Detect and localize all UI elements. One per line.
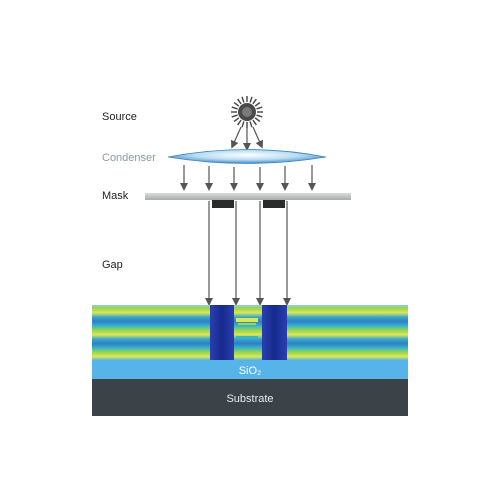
sun-ray <box>254 117 261 122</box>
mask-plate <box>145 193 351 200</box>
exposed-region-left <box>210 305 234 360</box>
source-rays <box>230 126 264 151</box>
sun-ray <box>254 102 261 107</box>
sun-ray <box>231 106 238 110</box>
sun-ray <box>256 114 263 118</box>
substrate-layer <box>92 379 408 416</box>
sun-ray <box>231 114 238 118</box>
condenser-rays <box>180 165 316 191</box>
sun-ray <box>233 102 240 107</box>
exposed-region-right <box>262 305 287 360</box>
label-gap: Gap <box>102 259 123 271</box>
sun-ray <box>252 119 257 126</box>
sun-ray <box>241 96 245 103</box>
label-oxide: SiO₂ <box>239 365 262 377</box>
photoresist-layer <box>92 305 408 360</box>
sun-ray <box>237 98 242 105</box>
mask-opaque-feature-left <box>212 200 234 208</box>
sun-ray <box>252 98 257 105</box>
sun-ray <box>256 106 263 110</box>
sun-ray <box>249 121 253 128</box>
sun-ray <box>249 96 253 103</box>
oxide-layer <box>92 360 408 379</box>
label-source: Source <box>102 111 137 123</box>
mask-opaque-feature-right <box>263 200 285 208</box>
standing-wave-nodes <box>236 318 258 339</box>
sun-ray <box>237 119 242 126</box>
sun-ray <box>233 117 240 122</box>
label-substrate: Substrate <box>226 393 273 405</box>
transmitted-rays <box>205 201 291 306</box>
light-source-icon <box>231 96 263 128</box>
label-mask: Mask <box>102 190 129 202</box>
condenser-lens <box>167 149 327 164</box>
label-condenser: Condenser <box>102 152 156 164</box>
sun-ray <box>241 121 245 128</box>
